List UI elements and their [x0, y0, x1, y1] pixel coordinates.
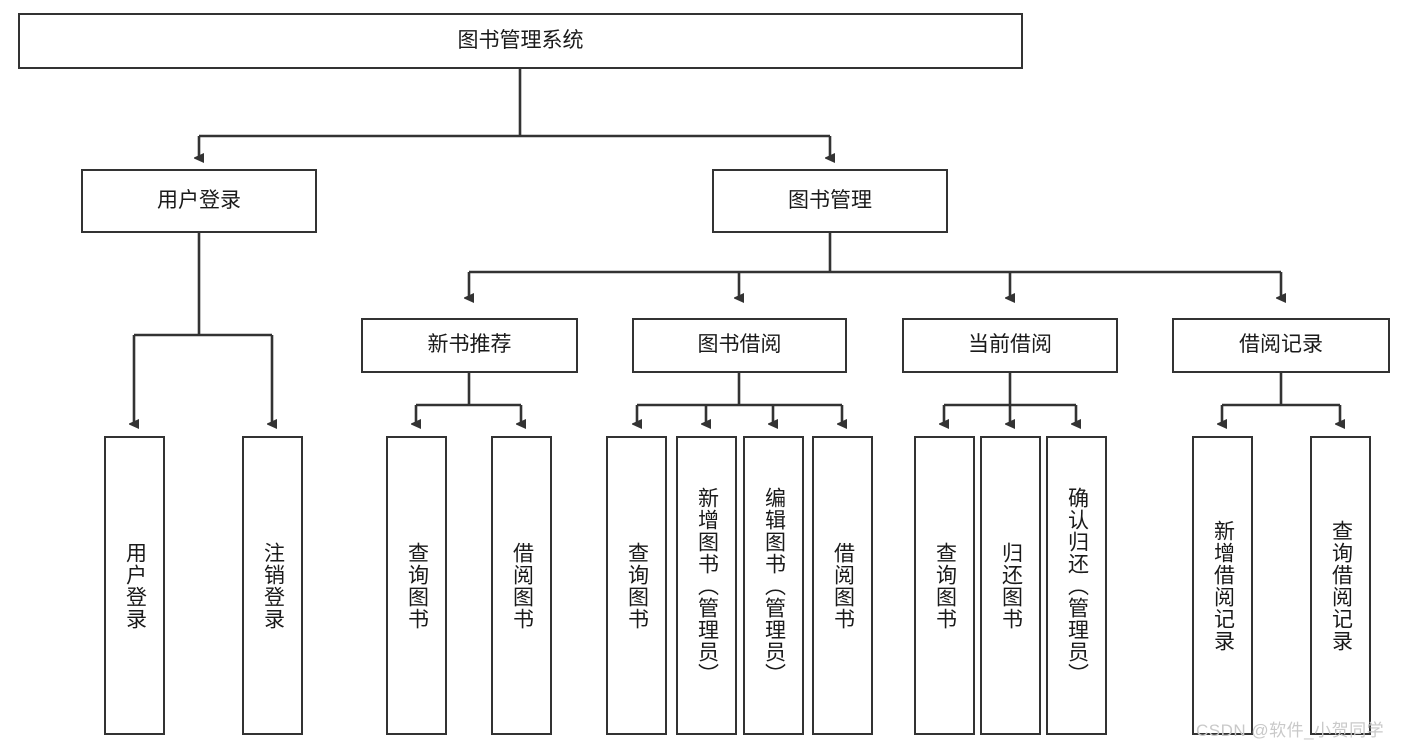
node-new-book-recommend-label: 新书推荐	[427, 333, 512, 357]
leaf-current-query-book[interactable]: 查询图书	[914, 436, 975, 735]
leaf-current-confirm-return-admin[interactable]: 确认归还（管理员）	[1046, 436, 1107, 735]
node-current-borrow-label: 当前借阅	[968, 333, 1052, 357]
node-user-login[interactable]: 用户登录	[81, 169, 317, 233]
leaf-record-add-record[interactable]: 新增借阅记录	[1192, 436, 1253, 735]
node-current-borrow[interactable]: 当前借阅	[902, 318, 1118, 373]
leaf-borrow-add-book-admin[interactable]: 新增图书（管理员）	[676, 436, 737, 735]
leaf-current-return-book[interactable]: 归还图书	[980, 436, 1041, 735]
leaf-label: 查询借阅记录	[1329, 519, 1353, 652]
leaf-new-book-query-book[interactable]: 查询图书	[386, 436, 447, 735]
node-borrow-record-label: 借阅记录	[1239, 333, 1323, 357]
leaf-record-query-record[interactable]: 查询借阅记录	[1310, 436, 1371, 735]
leaf-label: 用户登录	[123, 541, 147, 630]
node-user-login-label: 用户登录	[157, 188, 241, 212]
leaf-label: 注销登录	[261, 541, 285, 630]
leaf-borrow-edit-book-admin[interactable]: 编辑图书（管理员）	[743, 436, 804, 735]
leaf-user-login-logout[interactable]: 注销登录	[242, 436, 303, 735]
leaf-borrow-query-book[interactable]: 查询图书	[606, 436, 667, 735]
leaf-user-login-login[interactable]: 用户登录	[104, 436, 165, 735]
leaf-label: 查询图书	[625, 541, 649, 630]
leaf-label: 归还图书	[999, 541, 1023, 630]
node-book-management[interactable]: 图书管理	[712, 169, 948, 233]
leaf-borrow-borrow-book[interactable]: 借阅图书	[812, 436, 873, 735]
leaf-label: 借阅图书	[510, 541, 534, 630]
node-root-book-management-system[interactable]: 图书管理系统	[18, 13, 1023, 69]
leaf-label: 新增图书（管理员）	[695, 486, 719, 685]
node-book-borrow-label: 图书借阅	[697, 333, 782, 357]
leaf-label: 新增借阅记录	[1211, 519, 1235, 652]
leaf-label: 编辑图书（管理员）	[762, 486, 786, 685]
node-new-book-recommend[interactable]: 新书推荐	[361, 318, 578, 373]
node-book-borrow[interactable]: 图书借阅	[632, 318, 847, 373]
leaf-label: 查询图书	[405, 541, 429, 630]
leaf-label: 查询图书	[933, 541, 957, 630]
node-root-label: 图书管理系统	[457, 28, 584, 52]
node-borrow-record[interactable]: 借阅记录	[1172, 318, 1390, 373]
leaf-new-book-borrow-book[interactable]: 借阅图书	[491, 436, 552, 735]
leaf-label: 借阅图书	[831, 541, 855, 630]
leaf-label: 确认归还（管理员）	[1065, 486, 1089, 685]
node-book-management-label: 图书管理	[788, 188, 872, 212]
